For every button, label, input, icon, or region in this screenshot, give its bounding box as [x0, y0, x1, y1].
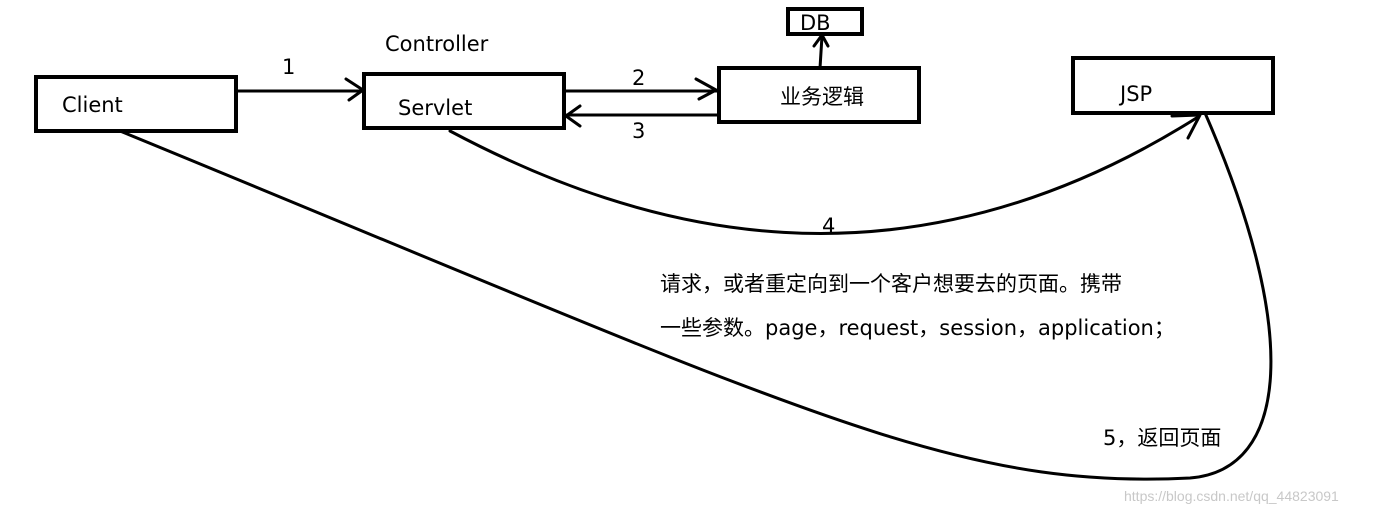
step-2-label: 2 [632, 66, 645, 90]
jsp-box [1071, 56, 1275, 115]
client-label: Client [62, 93, 123, 117]
servlet-label: Servlet [398, 96, 472, 120]
step-5-label: 5，返回页面 [1103, 426, 1221, 450]
step-4-description-line-2: 一些参数。page，request，session，application； [660, 316, 1175, 340]
business-to-db-arrow [818, 34, 824, 70]
step-4-description-line-1: 请求，或者重定向到一个客户想要去的页面。携带 [660, 272, 1122, 296]
step-4-label: 4 [822, 214, 835, 238]
arrowhead-3 [564, 104, 582, 128]
step-1-label: 1 [282, 55, 295, 79]
business-logic-label: 业务逻辑 [780, 85, 864, 109]
business-logic-box [717, 66, 921, 124]
controller-label: Controller [385, 32, 489, 56]
client-box [34, 75, 238, 133]
source-watermark: https://blog.csdn.net/qq_44823091 [1124, 488, 1339, 504]
arrowhead-4 [1170, 113, 1202, 140]
db-arrowhead [812, 33, 830, 48]
step-4-description: 请求，或者重定向到一个客户想要去的页面。携带 一些参数。page，request… [660, 262, 1260, 350]
jsp-label: JSP [1118, 82, 1152, 106]
arrowhead-1 [344, 77, 365, 102]
servlet-box [362, 72, 566, 130]
arrow-4-servlet-to-jsp [448, 115, 1200, 235]
step-3-label: 3 [632, 119, 645, 143]
db-label: DB [800, 11, 831, 35]
arrow-5-jsp-to-client [118, 111, 1273, 481]
arrowhead-2 [694, 77, 718, 101]
db-box [786, 7, 864, 36]
